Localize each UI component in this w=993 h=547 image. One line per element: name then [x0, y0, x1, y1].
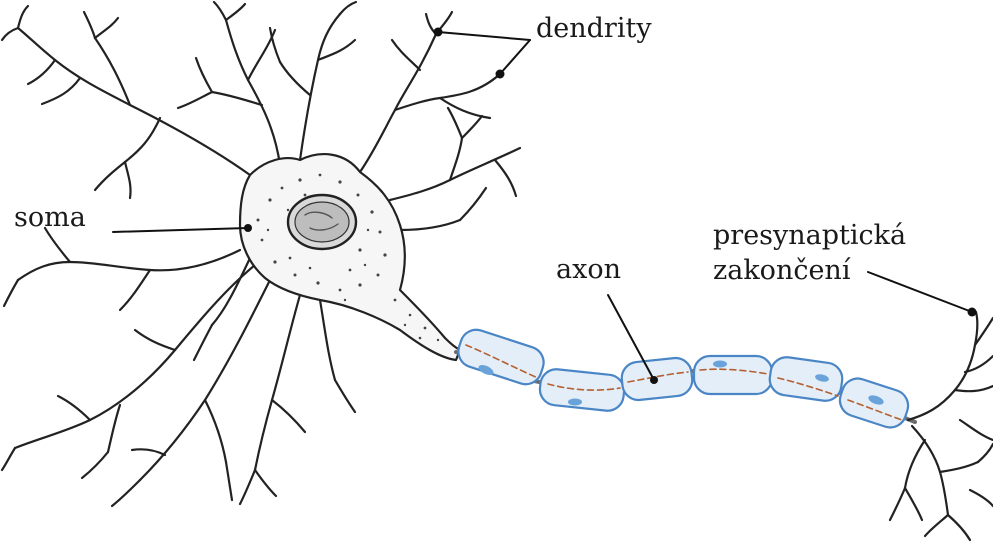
- label-presynaptic-line2: zakončení: [713, 256, 850, 286]
- axon-terminals: [890, 312, 993, 540]
- axon-myelin: [454, 326, 915, 432]
- terminal-marker: [968, 308, 977, 317]
- label-dendrity: dendrity: [536, 14, 652, 44]
- label-soma: soma: [14, 203, 86, 233]
- label-axon: axon: [556, 255, 621, 285]
- soma-marker: [244, 224, 252, 232]
- dendrite-marker-2: [496, 70, 505, 79]
- soma-body: [240, 154, 460, 360]
- label-presynaptic-line1: presynaptická: [713, 221, 906, 251]
- dendrite-marker-1: [434, 28, 443, 37]
- axon-marker: [650, 376, 658, 384]
